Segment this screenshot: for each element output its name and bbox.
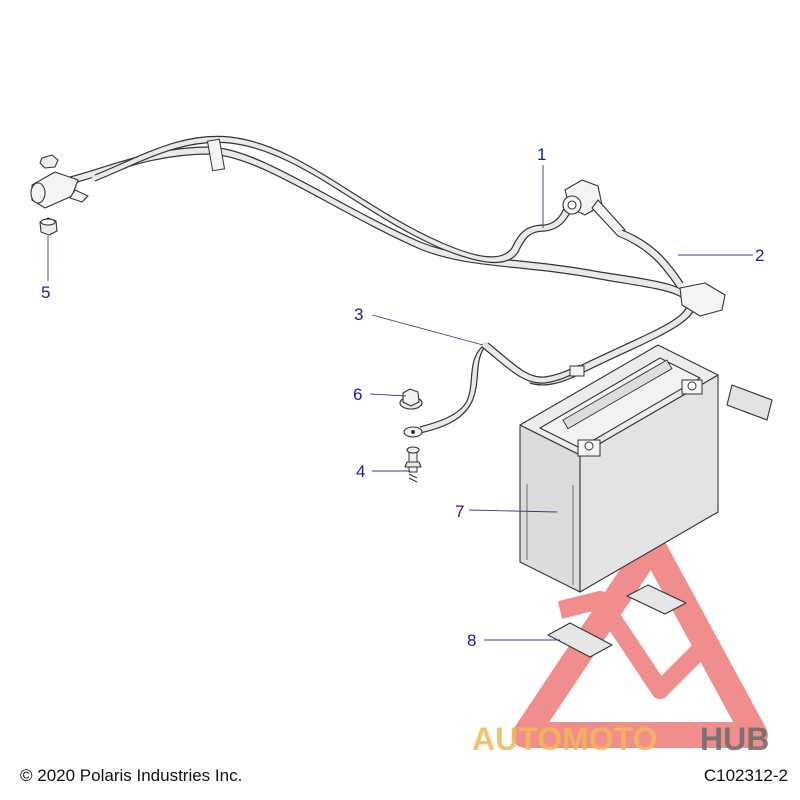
positive-cable (92, 135, 574, 263)
callout-1: 1 (537, 145, 546, 164)
copyright-notice: © 2020 Polaris Industries Inc. (20, 766, 243, 785)
automotohub-watermark-text: AUTOMOTO HUB (472, 721, 769, 757)
label-pad (726, 384, 773, 421)
battery-7 (519, 344, 719, 593)
flange-nut-6 (399, 388, 423, 410)
callout-3: 3 (354, 305, 363, 324)
hex-nut-5 (39, 217, 58, 236)
battery-terminal-negative (577, 439, 601, 457)
battery-cable-3 (403, 342, 585, 438)
watermark-text-automoto: AUTOMOTO (472, 721, 657, 757)
callout-labels: 1 2 3 4 5 6 7 8 (41, 145, 764, 650)
callout-6: 6 (353, 385, 362, 404)
pad-8-right (626, 584, 687, 615)
leader-6 (369, 393, 407, 397)
callout-5: 5 (41, 283, 50, 302)
cable-2 (617, 229, 726, 317)
battery-terminal-positive (681, 379, 703, 395)
leader-3 (371, 314, 484, 346)
small-nut (39, 154, 59, 169)
leader-lines (47, 165, 753, 641)
watermark-text-hub: HUB (700, 721, 769, 757)
figure-code: C102312-2 (703, 766, 788, 785)
callout-4: 4 (356, 462, 365, 481)
callout-7: 7 (455, 502, 464, 521)
bolt-4 (404, 446, 422, 483)
pad-8-left (547, 622, 613, 658)
callout-2: 2 (755, 246, 764, 265)
right-terminal-boot (562, 179, 626, 237)
callout-8: 8 (467, 631, 476, 650)
leader-7 (468, 509, 558, 513)
left-terminal-boot (30, 171, 89, 209)
negative-cable (67, 146, 696, 386)
